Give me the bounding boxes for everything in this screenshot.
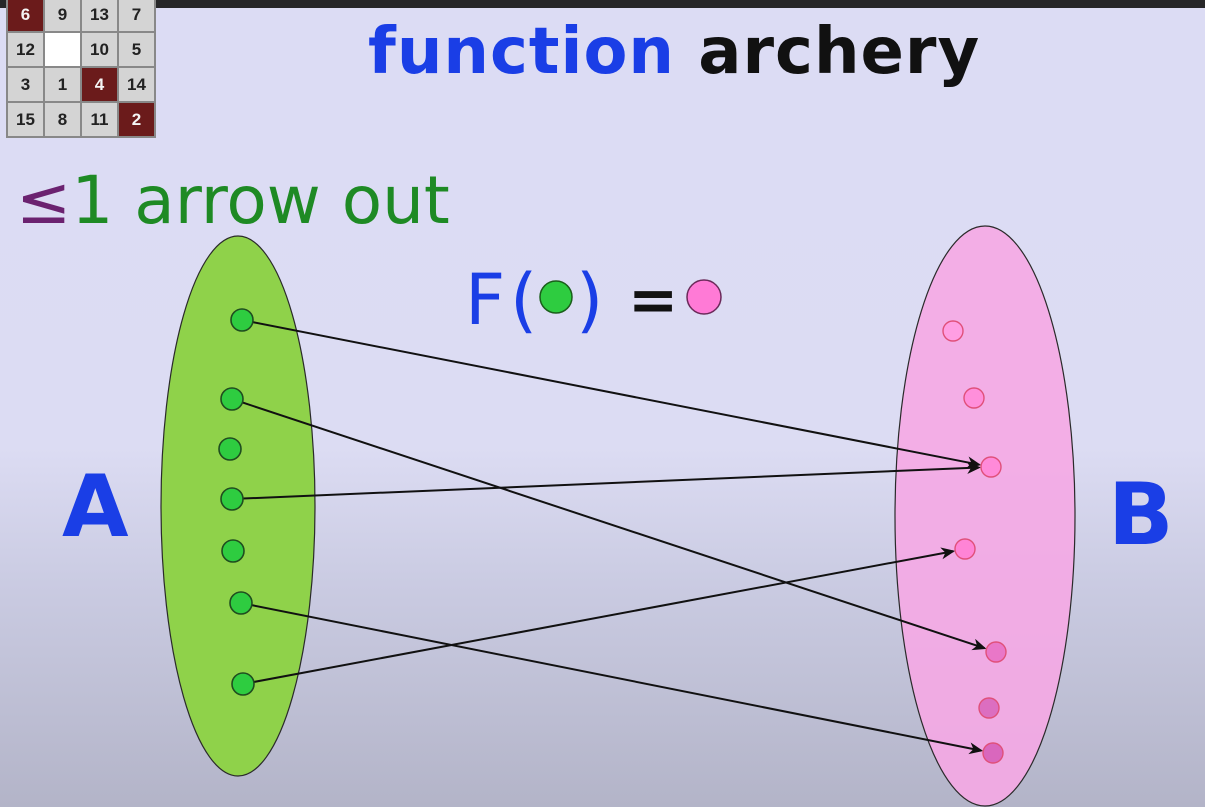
puzzle-tile: 11 bbox=[80, 101, 119, 138]
window-top-bar bbox=[0, 0, 1205, 8]
close-paren: ) bbox=[576, 259, 603, 341]
puzzle-tile: 1 bbox=[43, 66, 82, 103]
set-a-element-dot bbox=[230, 308, 254, 332]
set-a-element-dot bbox=[229, 591, 253, 615]
set-b-element-dot bbox=[963, 387, 985, 409]
puzzle-tile: 10 bbox=[80, 31, 119, 68]
puzzle-tile: 13 bbox=[80, 0, 119, 33]
set-b-element-dot bbox=[954, 538, 976, 560]
puzzle-tile: 4 bbox=[80, 66, 119, 103]
set-b-element-dot bbox=[978, 697, 1000, 719]
set-b-element-dot bbox=[942, 320, 964, 342]
set-b-element-dot bbox=[980, 456, 1002, 478]
puzzle-blank-tile bbox=[43, 31, 82, 68]
puzzle-tile: 5 bbox=[117, 31, 156, 68]
set-a-element-dot bbox=[220, 387, 244, 411]
set-a-elements bbox=[218, 308, 255, 696]
mapping-arrow bbox=[251, 604, 984, 755]
puzzle-tile: 6 bbox=[6, 0, 45, 33]
rule-caption: ≤1 arrow out bbox=[16, 168, 450, 234]
formula-pink-dot bbox=[686, 279, 722, 315]
puzzle-tile: 9 bbox=[43, 0, 82, 33]
set-b-element-dot bbox=[985, 641, 1007, 663]
puzzle-tile: 7 bbox=[117, 0, 156, 33]
set-b-ellipse bbox=[894, 225, 1076, 807]
open-paren: ( bbox=[510, 259, 537, 341]
mapping-arrow bbox=[242, 401, 987, 651]
set-b-label: B bbox=[1108, 465, 1174, 565]
puzzle-tile: 8 bbox=[43, 101, 82, 138]
slide-title: function archery bbox=[368, 20, 980, 84]
title-word-function: function bbox=[368, 15, 675, 89]
equals-sign: = bbox=[628, 265, 678, 335]
set-a-element-dot bbox=[218, 437, 242, 461]
mapping-arrows bbox=[242, 321, 987, 755]
set-a-element-dot bbox=[220, 487, 244, 511]
mapping-arrow bbox=[253, 547, 956, 683]
puzzle-tile: 15 bbox=[6, 101, 45, 138]
mapping-arrow bbox=[242, 462, 982, 500]
title-word-archery: archery bbox=[698, 15, 981, 89]
puzzle-tile: 14 bbox=[117, 66, 156, 103]
set-a-label: A bbox=[62, 457, 129, 557]
function-notation: F ( ) = bbox=[465, 259, 722, 341]
puzzle-tile: 2 bbox=[117, 101, 156, 138]
mapping-arrow bbox=[252, 321, 982, 469]
set-a-element-dot bbox=[221, 539, 245, 563]
set-a-element-dot bbox=[231, 672, 255, 696]
puzzle-tile: 12 bbox=[6, 31, 45, 68]
less-than-or-equal-symbol: ≤ bbox=[16, 162, 72, 239]
puzzle-tile: 3 bbox=[6, 66, 45, 103]
set-b-element-dot bbox=[982, 742, 1004, 764]
mapping-diagram: A B F ( ) = bbox=[62, 225, 1174, 807]
rule-text: 1 arrow out bbox=[71, 162, 450, 239]
set-b-elements bbox=[942, 320, 1007, 764]
formula-green-dot bbox=[539, 280, 573, 314]
function-name: F bbox=[465, 259, 505, 341]
